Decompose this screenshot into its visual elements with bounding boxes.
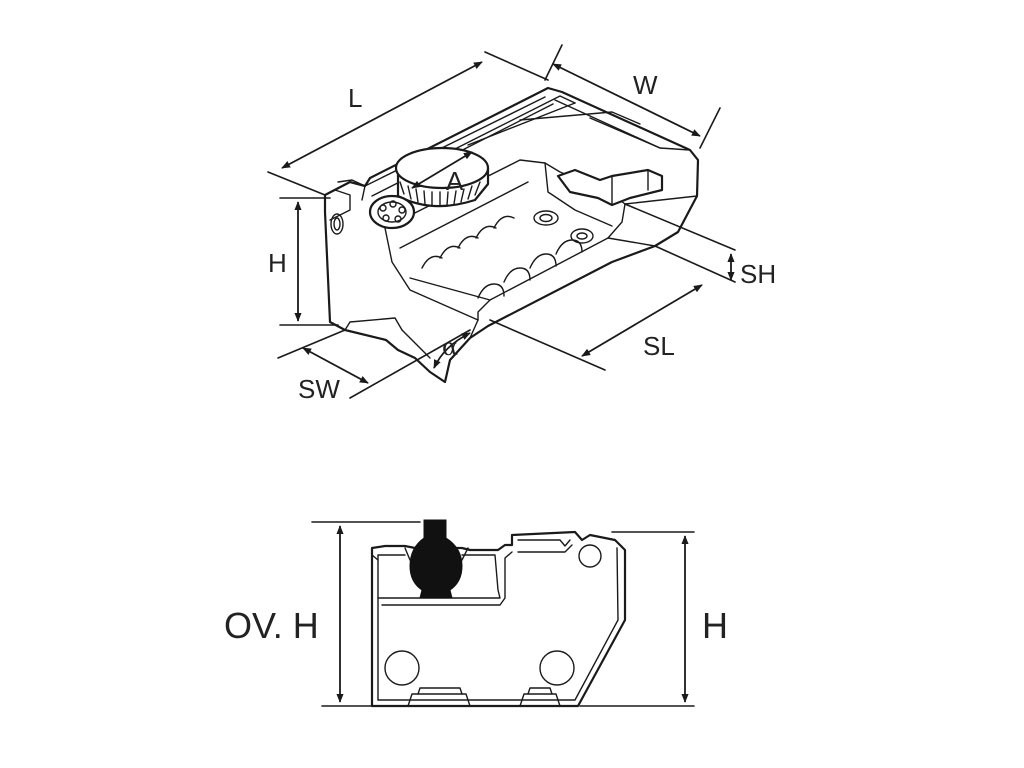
iso-extension-lines [267, 44, 736, 399]
dimension-slot-length: SL [581, 284, 703, 361]
dimension-width: W [552, 63, 701, 137]
thumb-knob [394, 146, 490, 208]
dimension-slot-height: SH [727, 253, 776, 289]
label-knob-diameter: A [446, 166, 464, 196]
label-width: W [633, 70, 658, 100]
label-height-side: H [702, 605, 728, 646]
knob-section [404, 519, 469, 599]
label-angle: α [442, 333, 458, 361]
label-slot-height: SH [740, 259, 776, 289]
dimension-slot-width: SW [298, 347, 369, 404]
dimension-height-iso: H [268, 201, 302, 322]
label-overall-height: OV. H [224, 605, 319, 646]
isometric-view: L W H A SH SL SW [267, 44, 776, 404]
label-height-iso: H [268, 248, 287, 278]
label-slot-width: SW [298, 374, 340, 404]
dimension-length: L [281, 61, 483, 169]
dimension-knob-diameter: A [411, 151, 473, 196]
screw-head [368, 194, 416, 230]
label-length: L [348, 83, 362, 113]
dimension-height-side: H [681, 535, 728, 703]
side-view: OV. H H [224, 519, 728, 708]
dimension-overall-height: OV. H [224, 525, 344, 703]
side-extension-lines [311, 521, 695, 707]
label-slot-length: SL [643, 331, 675, 361]
dimension-angle: α [433, 332, 471, 369]
